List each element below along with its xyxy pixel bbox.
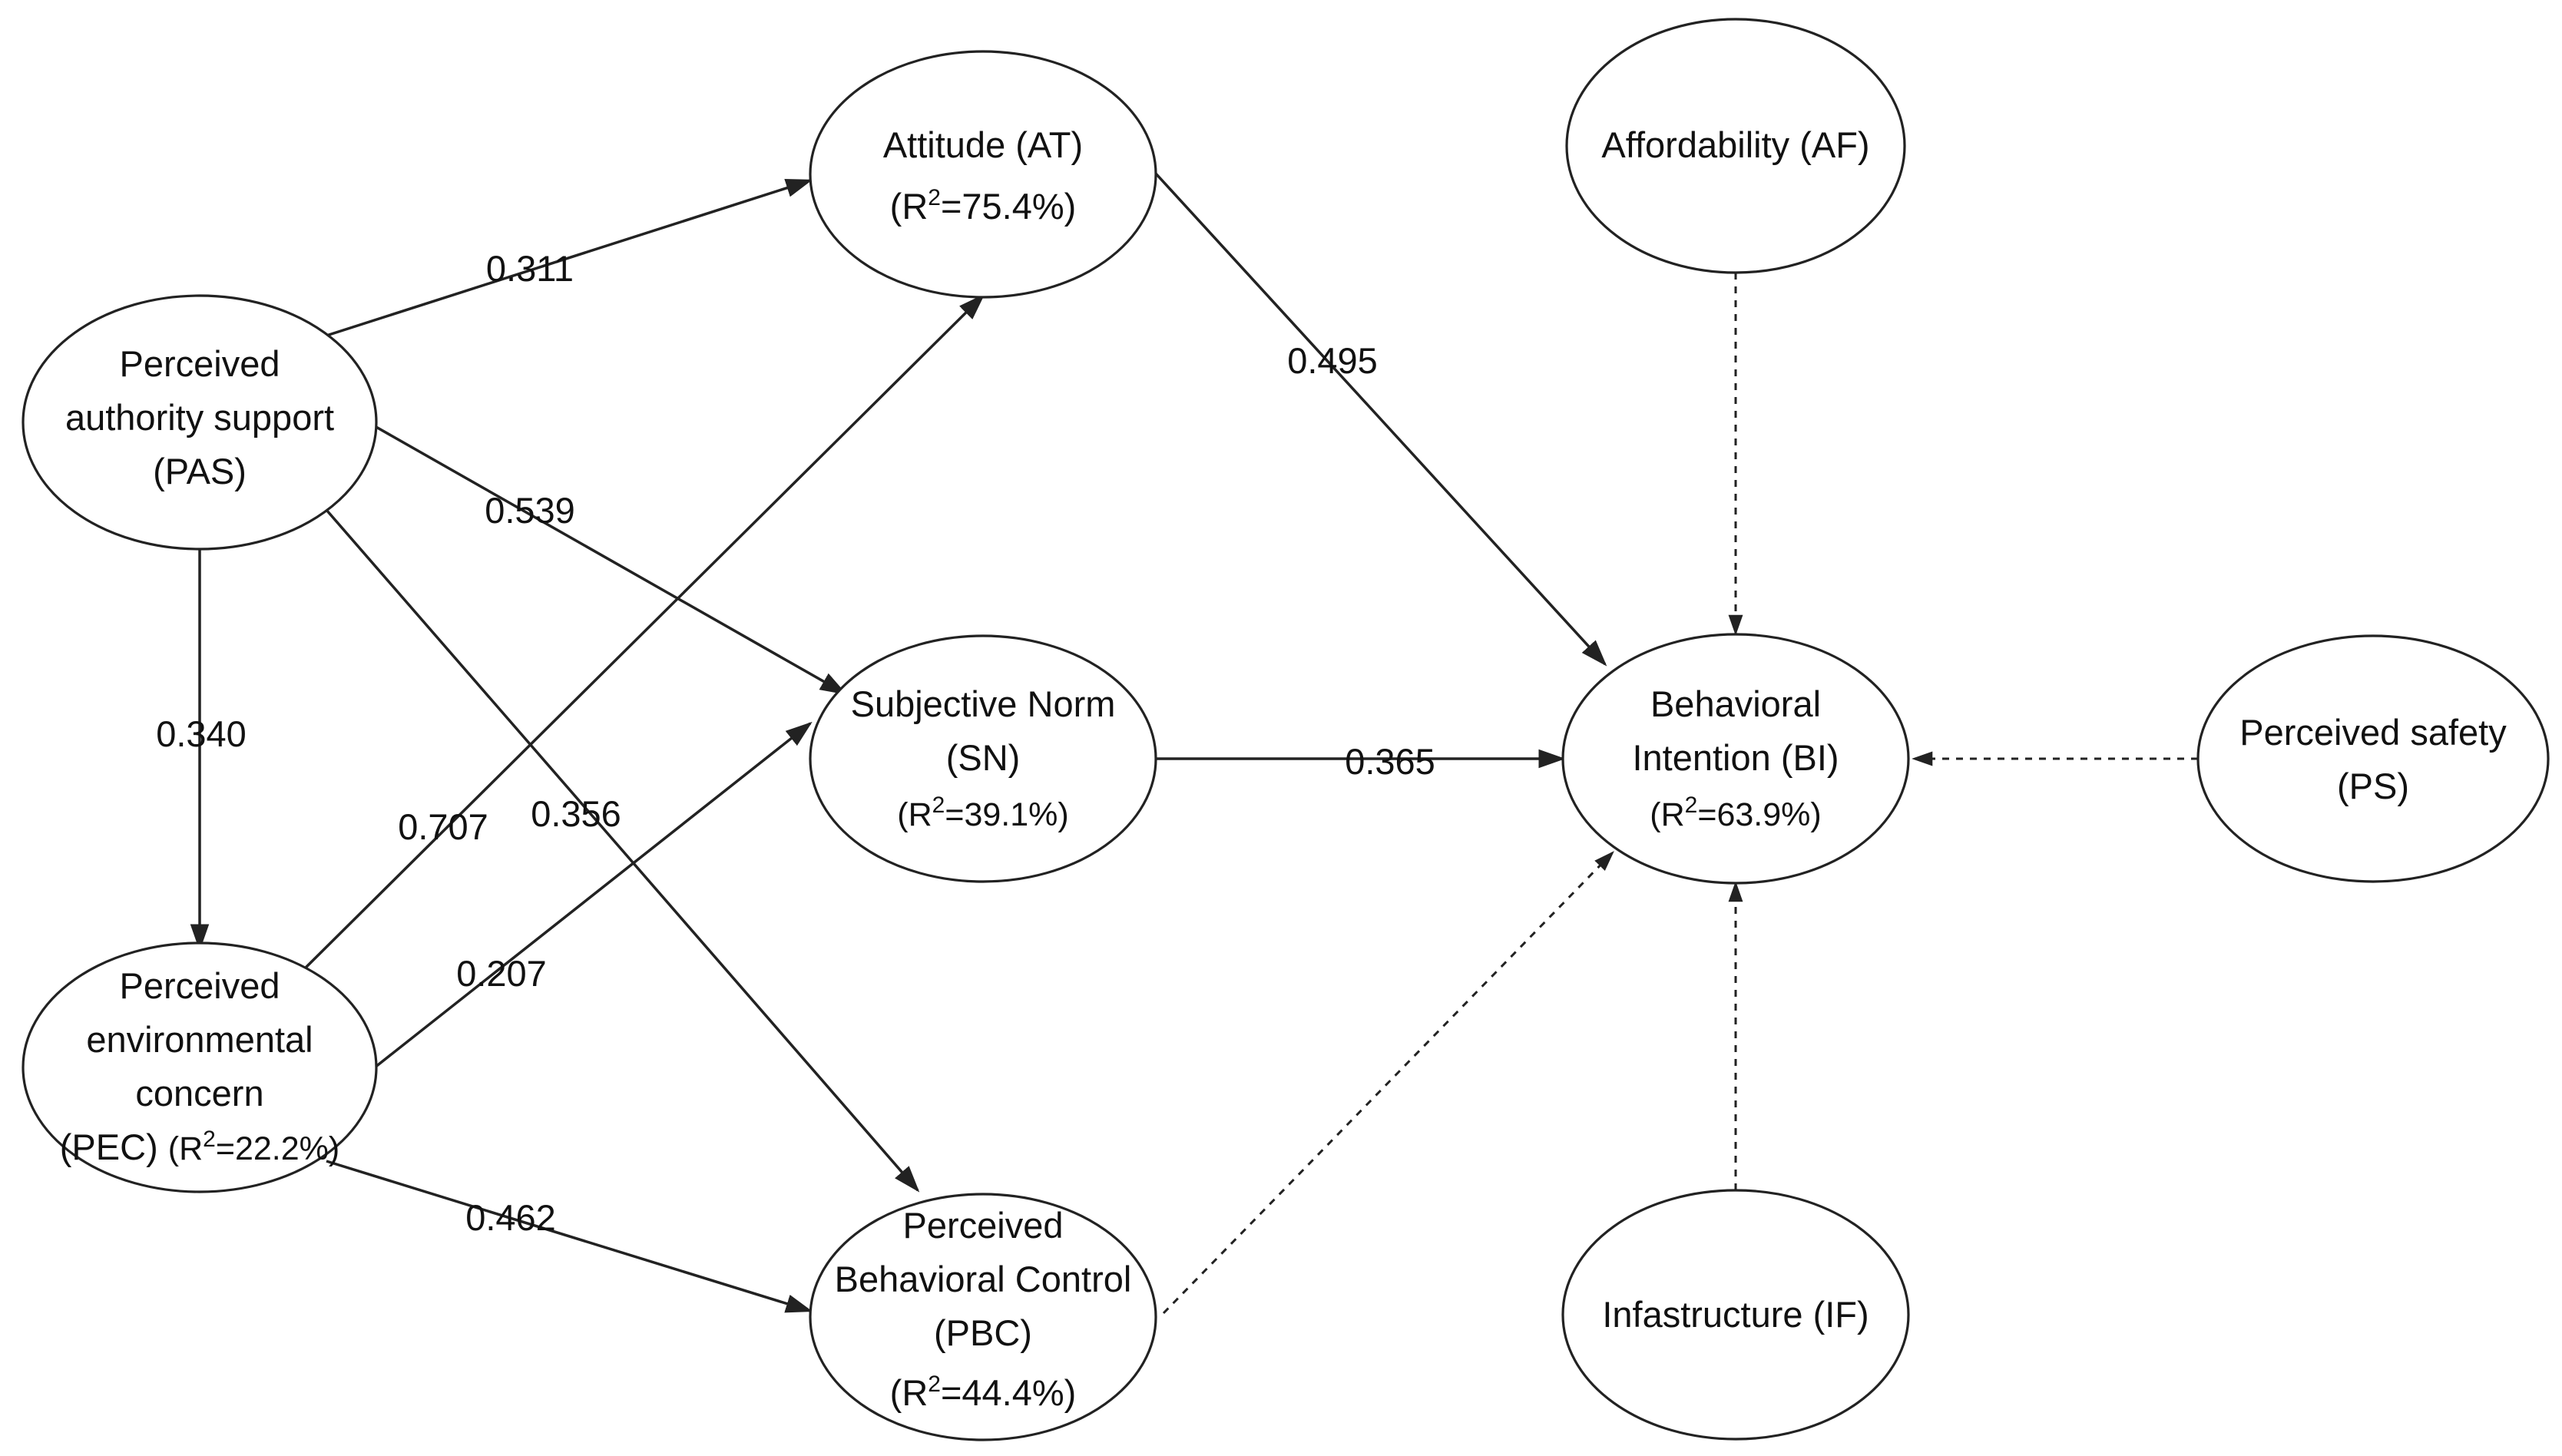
edges (190, 172, 2198, 1315)
node-ps-line-2: (PS) (2337, 766, 2409, 806)
node-pec-line-2: environmental (86, 1019, 313, 1060)
edge-pec-pbc (326, 1160, 813, 1313)
node-pbc-shape (809, 1193, 1157, 1441)
node-pbc-line-3: (PBC) (934, 1312, 1032, 1353)
node-at-r2: (R2=75.4%) (890, 185, 1077, 227)
node-pas-line-3: (PAS) (153, 451, 247, 491)
edge-pbc-bi (1162, 851, 1614, 1315)
node-pas-line-2: authority support (65, 397, 334, 438)
node-af: Affordability (AF) (1565, 18, 1906, 274)
edge-label-pas-at: 0.311 (486, 248, 574, 289)
node-ps-line-1: Perceived safety (2239, 712, 2507, 753)
node-pec-line-1: Perceived (120, 965, 280, 1006)
edge-label-at-bi: 0.495 (1287, 340, 1378, 381)
node-sn-line-2: (SN) (946, 737, 1021, 778)
node-pbc: Perceived Behavioral Control (PBC) (R2=4… (809, 1193, 1157, 1441)
node-pec-line-3: concern (135, 1073, 263, 1114)
edge-label-pas-pec: 0.340 (156, 713, 247, 754)
edge-at-bi (1154, 172, 1607, 667)
node-pbc-r2: (R2=44.4%) (890, 1372, 1077, 1413)
node-if: Infastructure (IF) (1561, 1189, 1910, 1441)
edge-label-pec-sn: 0.207 (456, 953, 547, 994)
edge-label-sn-bi: 0.365 (1345, 741, 1435, 782)
node-sn-shape (809, 634, 1157, 883)
node-af-label: Affordability (AF) (1601, 124, 1869, 165)
node-at: Attitude (AT) (R2=75.4%) (809, 50, 1157, 299)
node-pec-shape (22, 941, 378, 1193)
edge-pec-at (304, 293, 985, 969)
node-if-label: Infastructure (IF) (1602, 1294, 1869, 1335)
node-ps: Perceived safety (PS) (2196, 634, 2550, 883)
node-pec-r2: (PEC) (R2=22.2%) (60, 1127, 339, 1167)
node-af-shape (1565, 18, 1906, 274)
node-ps-shape (2196, 634, 2550, 883)
node-bi-line-2: Intention (BI) (1632, 737, 1839, 778)
node-pec: Perceived environmental concern (PEC) (R… (22, 941, 378, 1193)
edge-pas-at (326, 178, 813, 337)
node-bi-shape (1561, 633, 1910, 885)
edge-label-pec-pbc: 0.462 (465, 1197, 556, 1238)
edge-pec-sn (373, 721, 813, 1069)
edge-label-pec-at: 0.707 (398, 806, 488, 847)
node-at-shape (809, 50, 1157, 299)
node-sn-line-1: Subjective Norm (851, 683, 1116, 724)
node-bi-line-1: Behavioral (1650, 683, 1821, 724)
node-pas: Perceived authority support (PAS) (22, 294, 378, 551)
node-bi-r2: (R2=63.9%) (1650, 793, 1821, 833)
edge-pas-sn (374, 425, 848, 695)
edge-label-pas-pbc: 0.356 (531, 793, 621, 834)
node-if-shape (1561, 1189, 1910, 1441)
edge-labels: 0.311 0.539 0.340 0.707 0.356 0.207 0.46… (156, 248, 1435, 1238)
node-pbc-line-2: Behavioral Control (835, 1259, 1132, 1299)
node-bi: Behavioral Intention (BI) (R2=63.9%) (1561, 633, 1910, 885)
edge-pas-pbc (325, 508, 920, 1193)
node-pas-line-1: Perceived (120, 343, 280, 384)
node-sn: Subjective Norm (SN) (R2=39.1%) (809, 634, 1157, 883)
node-sn-r2: (R2=39.1%) (897, 793, 1068, 833)
edge-label-pas-sn: 0.539 (485, 490, 575, 531)
node-pas-shape (22, 294, 378, 551)
node-at-label: Attitude (AT) (883, 124, 1083, 165)
node-pbc-line-1: Perceived (903, 1205, 1064, 1246)
